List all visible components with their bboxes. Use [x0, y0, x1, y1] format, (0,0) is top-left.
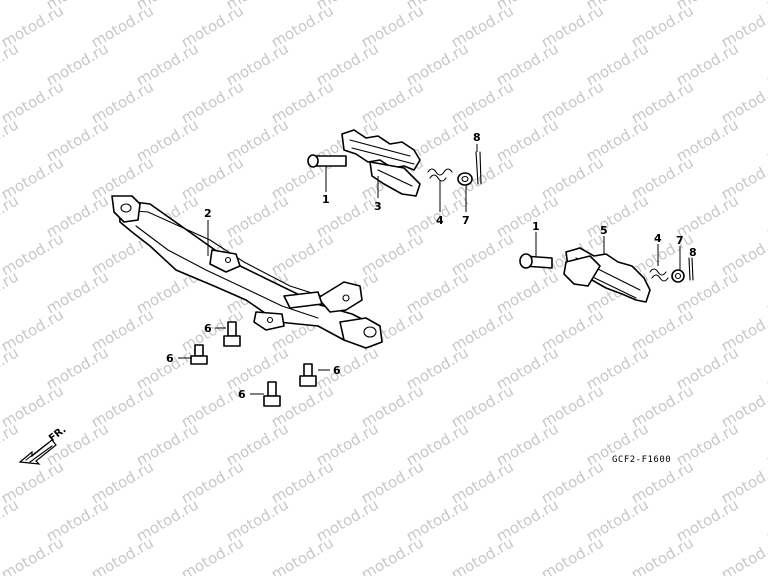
leader-lines: [178, 144, 693, 395]
watermark-text: motod.ru: [88, 533, 157, 576]
spring-part-4-left: [427, 168, 453, 182]
watermark-text: motod.ru: [763, 495, 768, 545]
footpeg-part-3: [341, 129, 421, 197]
cotter-pin-part-8-left: [475, 151, 482, 185]
watermark-text: motod.ru: [0, 267, 22, 317]
callout-7-left: 7: [462, 214, 470, 227]
watermark-text: motod.ru: [0, 191, 22, 241]
callout-6-b: 6: [166, 352, 174, 365]
watermark-text: motod.ru: [763, 39, 768, 89]
watermark-text: motod.ru: [0, 39, 22, 89]
watermark-text: motod.ru: [763, 419, 768, 469]
spring-part-4-right: [649, 268, 669, 282]
watermark-text: motod.ru: [0, 343, 22, 393]
cotter-pin-part-8-right: [688, 257, 694, 281]
watermark-text: motod.ru: [0, 419, 22, 469]
watermark-text: motod.ru: [0, 533, 67, 576]
bolt-part-6-d: [263, 381, 281, 407]
callout-8-right: 8: [689, 246, 697, 259]
watermark-text: motod.ru: [763, 191, 768, 241]
watermark-text: motod.ru: [448, 533, 517, 576]
callout-8-left: 8: [473, 131, 481, 144]
watermark-text: motod.ru: [718, 533, 768, 576]
callout-6-c: 6: [333, 364, 341, 377]
bolt-part-6-b: [190, 344, 208, 365]
watermark-text: motod.ru: [178, 533, 247, 576]
watermark-text: motod.ru: [538, 533, 607, 576]
washer-part-7-left: [457, 172, 473, 186]
watermark-text: motod.ru: [0, 495, 22, 545]
watermark-text: motod.ru: [268, 533, 337, 576]
figure-code: GCF2-F1600: [612, 455, 671, 465]
callout-3: 3: [374, 200, 382, 213]
watermark-text: motod.ru: [358, 533, 427, 576]
bolt-part-6-c: [299, 363, 317, 387]
callout-4-right: 4: [654, 232, 662, 245]
watermark-text: motod.ru: [763, 267, 768, 317]
callout-5: 5: [600, 224, 608, 237]
front-direction-arrow-icon: [18, 439, 57, 465]
callout-2: 2: [204, 207, 212, 220]
callout-1-left: 1: [322, 193, 330, 206]
callout-4-left: 4: [436, 214, 444, 227]
footpeg-part-5: [563, 247, 651, 303]
watermark-text: motod.ru: [763, 115, 768, 165]
bolt-part-6-a: [223, 321, 241, 347]
callout-1-right: 1: [532, 220, 540, 233]
pin-part-1-right: [519, 253, 553, 269]
watermark-text: motod.ru: [628, 533, 697, 576]
callout-6-d: 6: [238, 388, 246, 401]
pin-part-1-left: [307, 154, 347, 168]
step-bar-part-2: [111, 195, 383, 349]
watermark-text: motod.ru: [0, 0, 22, 13]
callout-6-a: 6: [204, 322, 212, 335]
callout-7-right: 7: [676, 234, 684, 247]
watermark-text: motod.ru: [0, 115, 22, 165]
watermark-text: motod.ru: [763, 343, 768, 393]
washer-part-7-right: [671, 269, 685, 283]
